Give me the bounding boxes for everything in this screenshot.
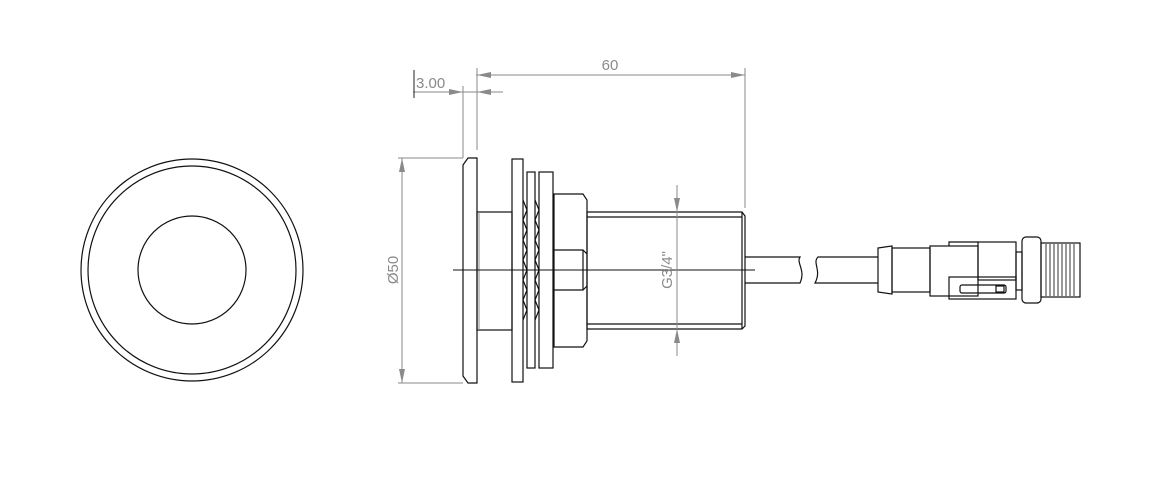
- flange-face: [87, 165, 297, 375]
- body-neck: [476, 211, 513, 331]
- sensor-face: [137, 215, 247, 325]
- connector-body: [929, 245, 979, 297]
- side-view: [453, 157, 1081, 384]
- cable-end: [813, 256, 878, 284]
- connector-latch: [977, 241, 1017, 281]
- coupling-nut: [1021, 236, 1042, 304]
- front-view: [80, 158, 304, 382]
- dimension-lines: [398, 68, 746, 384]
- outer-rim: [80, 158, 304, 382]
- cable-gland: [877, 245, 893, 295]
- connector-sleeve: [891, 247, 931, 293]
- serrations: [522, 199, 540, 321]
- m12-thread: [1040, 242, 1081, 298]
- flange: [462, 157, 478, 384]
- lock-slot: [959, 284, 1007, 294]
- cable-start: [745, 256, 803, 284]
- dim-overall-length: 60: [602, 57, 619, 74]
- hex-nut: [553, 193, 588, 348]
- dim-flange-thickness: 3.00: [416, 75, 445, 92]
- dim-flange-diameter: Ø50: [385, 256, 402, 284]
- dim-thread-size: G3/4": [659, 251, 676, 289]
